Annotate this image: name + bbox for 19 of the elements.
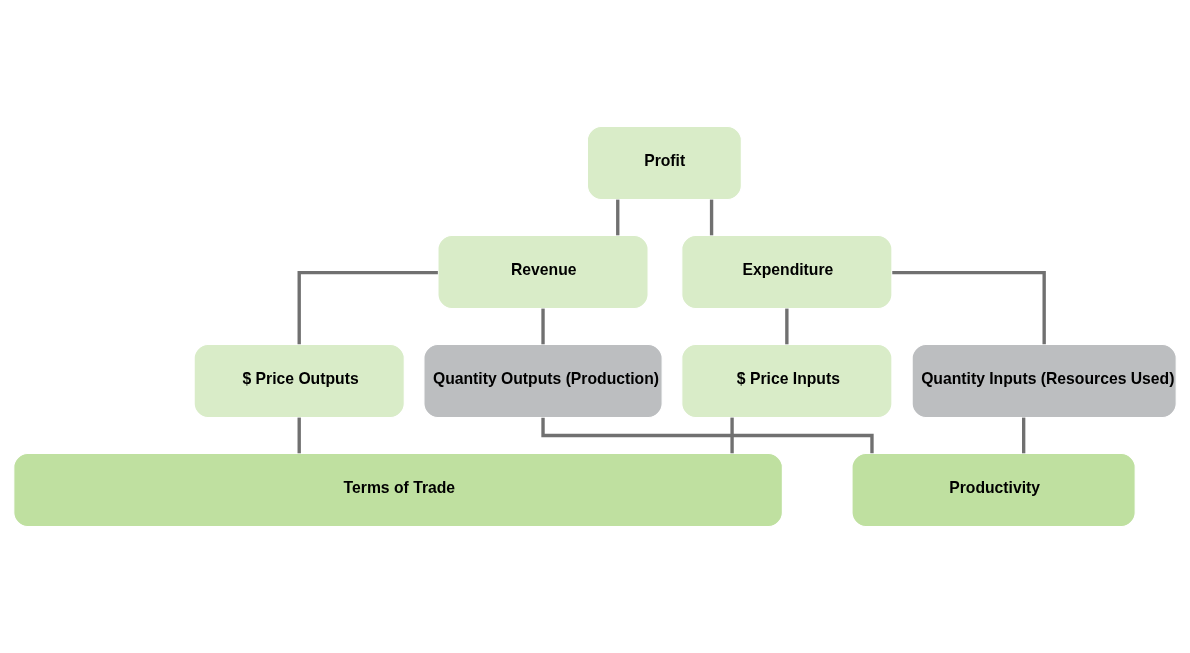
connector: [785, 308, 789, 345]
node-box: Quantity Outputs (Production): [423, 343, 663, 419]
connector: [616, 199, 620, 236]
node-box: $ Price Inputs: [681, 343, 893, 419]
node-box: Expenditure: [681, 234, 893, 310]
connector: [297, 270, 438, 345]
node-box: $ Price Outputs: [193, 343, 405, 419]
connector: [541, 417, 874, 454]
connector: [297, 417, 301, 454]
connector: [709, 199, 714, 236]
connector: [541, 308, 545, 345]
node-box: Productivity: [851, 452, 1136, 528]
node-box: Profit: [586, 125, 742, 201]
node-box: Quantity Inputs (Resources Used): [911, 343, 1177, 419]
connector: [1021, 417, 1026, 454]
node-box: Terms of Trade: [13, 452, 783, 528]
node-box: Revenue: [437, 234, 649, 310]
connector: [892, 270, 1046, 345]
connector: [730, 417, 734, 454]
